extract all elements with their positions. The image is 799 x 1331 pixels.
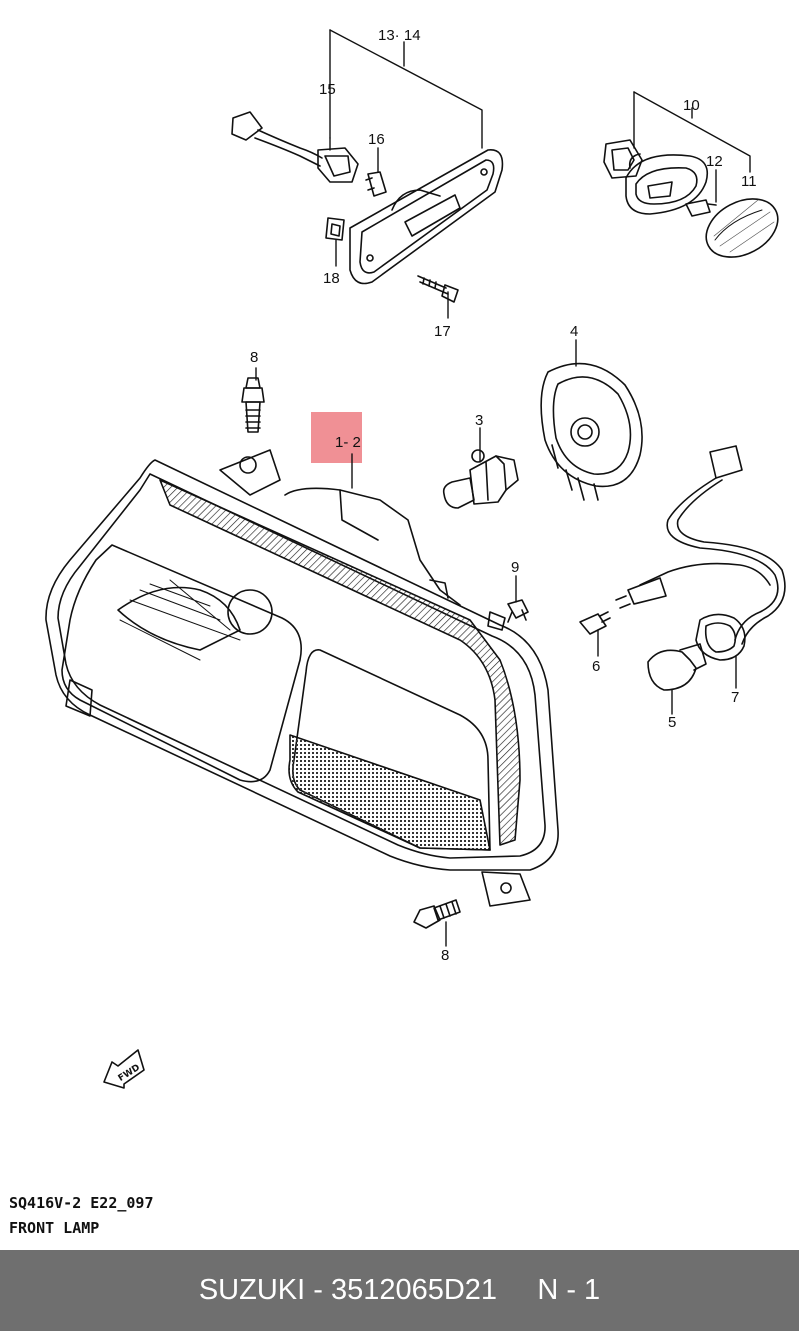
- dust-cover: [540, 362, 643, 501]
- callout-9: 9: [511, 559, 519, 576]
- bolt-top: [241, 377, 265, 433]
- callout-5: 5: [668, 714, 676, 731]
- headlamp-housing: [45, 449, 559, 907]
- diagram-code: SQ416V-2 E22_097: [9, 1194, 154, 1212]
- clip-9: [507, 599, 529, 623]
- side-marker-housing: [625, 154, 709, 215]
- side-marker-socket: [603, 139, 643, 179]
- callout-15: 15: [319, 81, 336, 98]
- callout-1-2: 1- 2: [335, 434, 361, 451]
- leader-lines: [255, 29, 751, 947]
- callout-16: 16: [368, 131, 385, 148]
- side-lamp-bulb: [365, 171, 387, 197]
- bulb-socket-7: [695, 613, 746, 661]
- side-lamp-assembly: [349, 149, 504, 285]
- bolt-bottom: [413, 899, 461, 929]
- callout-12: 12: [706, 153, 723, 170]
- headlamp-bulb: [442, 449, 519, 509]
- fwd-arrow-icon: [103, 1049, 145, 1089]
- callout-8-top: 8: [250, 349, 258, 366]
- callout-13-14: 13· 14: [378, 27, 421, 44]
- callout-6: 6: [592, 658, 600, 675]
- side-marker-lens: [705, 198, 779, 258]
- callout-8-bottom: 8: [441, 947, 449, 964]
- wiring-harness: [615, 445, 786, 645]
- bulb-5: [647, 643, 707, 691]
- part-highlight: [311, 412, 362, 463]
- callout-11: 11: [741, 173, 757, 190]
- callout-4: 4: [570, 323, 578, 340]
- callout-18: 18: [323, 270, 340, 287]
- clip: [325, 217, 345, 241]
- callout-7: 7: [731, 689, 739, 706]
- footer-bar: SUZUKI - 3512065D21 N - 1: [0, 1250, 799, 1331]
- callout-10: 10: [683, 97, 700, 114]
- front-lamp-exploded-diagram: 13· 14 15 16 18 17 10 12 11 8 1- 2 3 4 9…: [45, 27, 786, 1089]
- position-bulb: [579, 611, 611, 635]
- callout-3: 3: [475, 412, 483, 429]
- diagram-title: FRONT LAMP: [9, 1219, 100, 1237]
- screw: [417, 275, 459, 303]
- callout-17: 17: [434, 323, 451, 340]
- side-marker-bulb: [685, 199, 717, 217]
- part-number-footer: SUZUKI - 3512065D21 N - 1: [198, 1274, 601, 1306]
- side-lamp-socket: [231, 111, 359, 183]
